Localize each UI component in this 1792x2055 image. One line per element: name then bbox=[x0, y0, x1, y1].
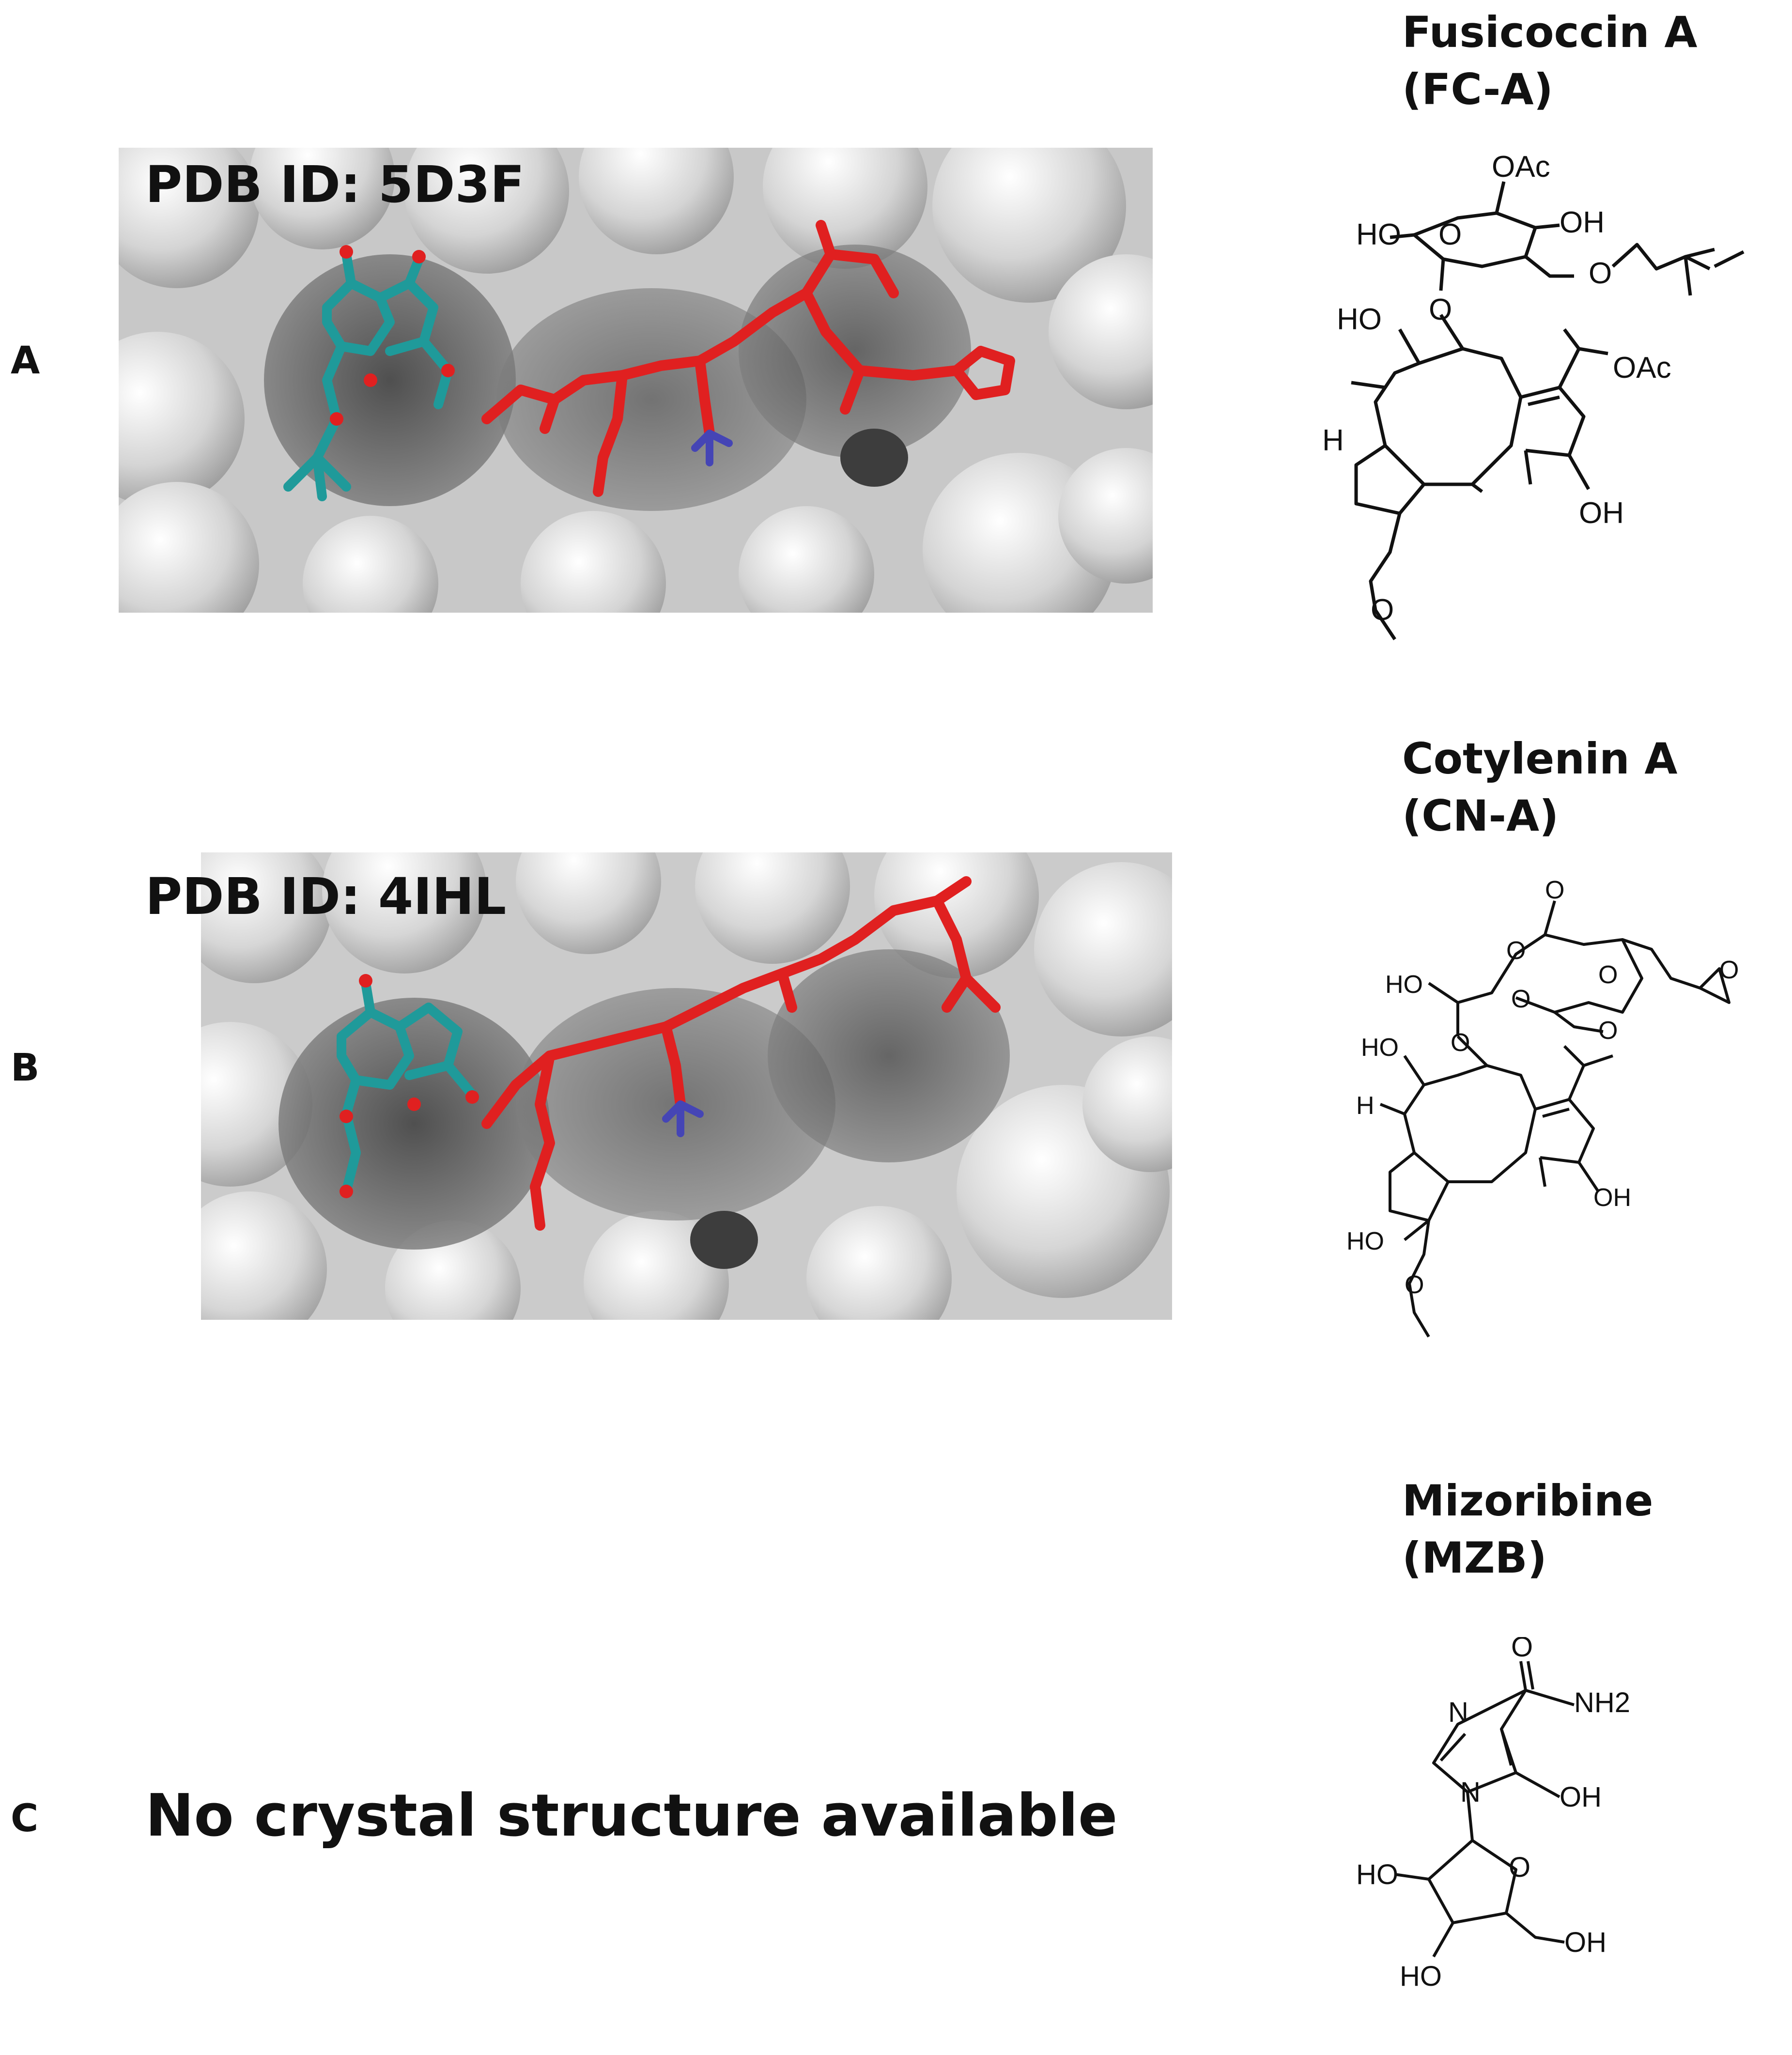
lysine-nitrogen bbox=[691, 430, 733, 466]
mzb-label: N bbox=[1460, 1777, 1481, 1808]
cna-label: O bbox=[1598, 1017, 1618, 1045]
fca-label: OAc bbox=[1613, 351, 1671, 385]
cna-label: O bbox=[1511, 985, 1530, 1013]
fca-label: O bbox=[1429, 293, 1452, 326]
compound-name-mzb: Mizoribine (MZB) bbox=[1402, 1472, 1653, 1587]
mzb-label: HO bbox=[1356, 1859, 1398, 1890]
fca-label: O bbox=[1438, 218, 1462, 251]
pdb-id-label-4ihl: PDB ID: 4IHL bbox=[145, 867, 507, 926]
cna-label: O bbox=[1719, 956, 1739, 984]
compound-abbr: (CN-A) bbox=[1402, 791, 1559, 841]
peptide-red bbox=[481, 220, 1015, 497]
fca-label: OAc bbox=[1492, 150, 1550, 184]
compound-name-fca: Fusicoccin A (FC-A) bbox=[1402, 4, 1697, 118]
fca-label: HO bbox=[1337, 303, 1382, 336]
lysine-nitrogen bbox=[662, 1100, 704, 1137]
cna-label: O bbox=[1598, 961, 1618, 989]
mzb-label: O bbox=[1509, 1852, 1530, 1883]
mzb-label: OH bbox=[1564, 1927, 1607, 1958]
compound-abbr: (MZB) bbox=[1402, 1533, 1547, 1583]
fca-label: H bbox=[1322, 424, 1344, 457]
mzb-label: NH2 bbox=[1574, 1687, 1630, 1718]
cna-label: O bbox=[1405, 1271, 1424, 1299]
cna-label: O bbox=[1545, 876, 1564, 904]
fca-label: HO bbox=[1356, 218, 1401, 251]
cna-label: HO bbox=[1346, 1227, 1384, 1255]
ligand-oxygens bbox=[330, 245, 455, 426]
no-crystal-structure-note: No crystal structure available bbox=[145, 1782, 1118, 1850]
cna-label: H bbox=[1356, 1092, 1375, 1120]
cna-label: OH bbox=[1593, 1184, 1631, 1212]
cotylenin-a-structure: O O O O HO O O O HO H OH HO O bbox=[1346, 876, 1739, 1338]
peptide-red bbox=[481, 876, 1001, 1231]
mzb-label: O bbox=[1511, 1637, 1533, 1663]
fusicoccin-a-structure: OAc HO OH O O O HO OAc H OH O bbox=[1322, 150, 1745, 640]
ligand-teal bbox=[283, 249, 453, 501]
mzb-label: OH bbox=[1560, 1781, 1602, 1813]
cna-label: HO bbox=[1361, 1034, 1399, 1062]
fca-label: OH bbox=[1579, 496, 1624, 530]
protein-surface-render-5d3f bbox=[119, 148, 1153, 613]
compound-name-cna: Cotylenin A (CN-A) bbox=[1402, 730, 1678, 845]
compound-abbr: (FC-A) bbox=[1402, 64, 1553, 114]
pdb-id-label-5d3f: PDB ID: 5D3F bbox=[145, 155, 525, 214]
fca-label: O bbox=[1589, 257, 1612, 290]
panel-letter-b: B bbox=[11, 1046, 40, 1090]
mizoribine-structure: O NH2 N OH N O HO OH HO bbox=[1356, 1637, 1630, 1992]
cna-label: O bbox=[1451, 1029, 1470, 1057]
fca-label: OH bbox=[1560, 206, 1605, 239]
compound-name: Fusicoccin A bbox=[1402, 7, 1698, 57]
mzb-label: HO bbox=[1400, 1961, 1442, 1992]
mzb-label: N bbox=[1448, 1697, 1468, 1728]
cna-label: O bbox=[1506, 937, 1526, 965]
panel-letter-c: C bbox=[11, 1797, 39, 1840]
ligand-teal bbox=[337, 978, 477, 1196]
compound-name: Cotylenin A bbox=[1402, 734, 1678, 784]
ligand-oxygens bbox=[340, 974, 479, 1198]
compound-name: Mizoribine bbox=[1402, 1476, 1653, 1526]
panel-letter-a: A bbox=[11, 339, 40, 383]
surface-blobs bbox=[119, 148, 1153, 613]
cna-label: HO bbox=[1385, 971, 1423, 999]
surface-blobs bbox=[201, 852, 1172, 1320]
fca-label: O bbox=[1371, 593, 1394, 627]
protein-surface-render-4ihl bbox=[201, 852, 1172, 1320]
